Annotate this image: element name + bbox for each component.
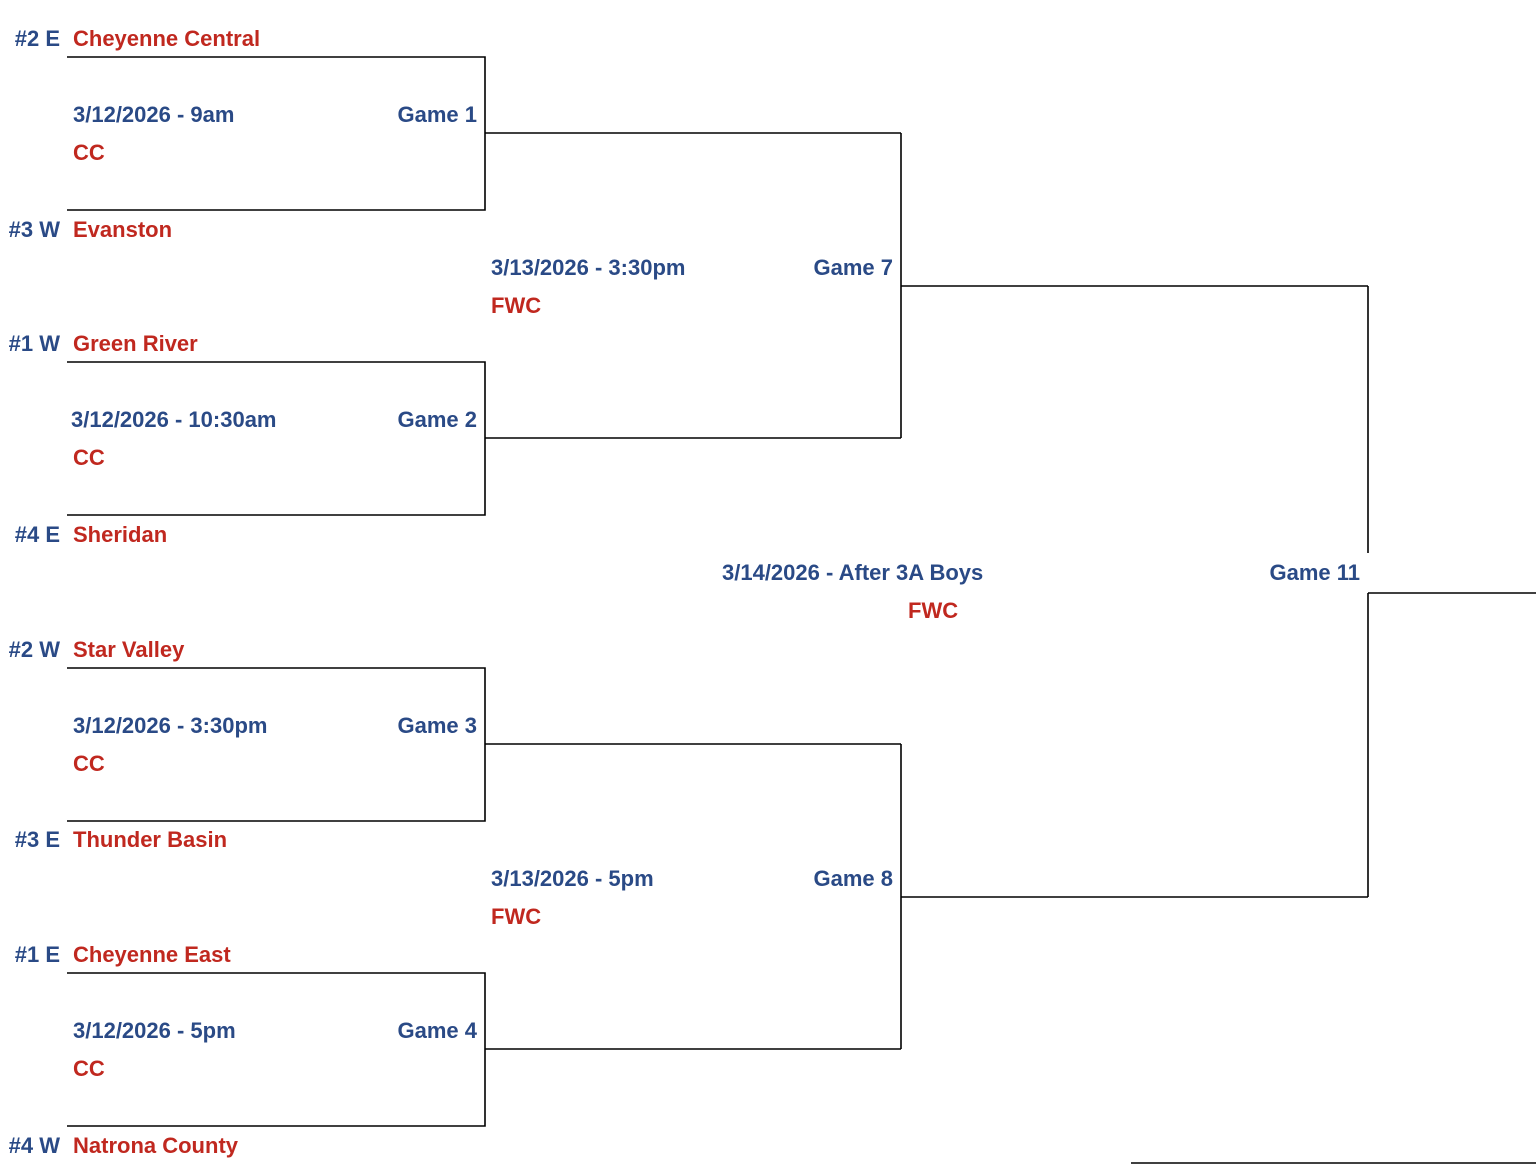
game-date: 3/13/2026 - 5pm [491, 866, 654, 891]
game-label: Game 11 [1269, 560, 1360, 585]
game-date: 3/14/2026 - After 3A Boys [722, 560, 984, 585]
game-date: 3/12/2026 - 5pm [73, 1018, 236, 1043]
game-venue: FWC [491, 904, 542, 929]
round1-bracket-line [67, 361, 486, 516]
game-venue: FWC [491, 293, 542, 318]
game-label: Game 4 [397, 1018, 478, 1043]
team-name: Star Valley [73, 637, 185, 662]
team-seed: #3 E [14, 827, 60, 852]
team-seed: #3 W [8, 217, 60, 242]
team-seed: #1 W [8, 331, 60, 356]
team-seed: #4 W [8, 1133, 60, 1158]
team-seed: #1 E [14, 942, 60, 967]
team-seed: #4 E [14, 522, 60, 547]
round1-bracket-line [67, 56, 486, 211]
team-name: Evanston [73, 217, 173, 242]
game-label: Game 8 [813, 866, 894, 891]
game-venue: FWC [908, 598, 959, 623]
team-name: Cheyenne East [73, 942, 231, 967]
team-name: Sheridan [73, 522, 168, 547]
team-name: Green River [73, 331, 198, 356]
game-date: 3/12/2026 - 9am [73, 102, 235, 127]
game-label: Game 1 [397, 102, 478, 127]
game-label: Game 3 [397, 713, 478, 738]
game-label: Game 7 [813, 255, 894, 280]
game-date: 3/13/2026 - 3:30pm [491, 255, 686, 280]
game-label: Game 2 [397, 407, 478, 432]
game-date: 3/12/2026 - 3:30pm [73, 713, 268, 738]
round1-bracket-line [67, 972, 486, 1127]
game-venue: CC [73, 751, 105, 776]
game-venue: CC [73, 1056, 105, 1081]
team-name: Natrona County [73, 1133, 238, 1158]
team-name: Cheyenne Central [73, 26, 261, 51]
round1-bracket-line [67, 667, 486, 822]
game-venue: CC [73, 445, 105, 470]
game-venue: CC [73, 140, 105, 165]
team-seed: #2 W [8, 637, 60, 662]
team-name: Thunder Basin [73, 827, 228, 852]
game-date: 3/12/2026 - 10:30am [71, 407, 277, 432]
team-seed: #2 E [14, 26, 60, 51]
